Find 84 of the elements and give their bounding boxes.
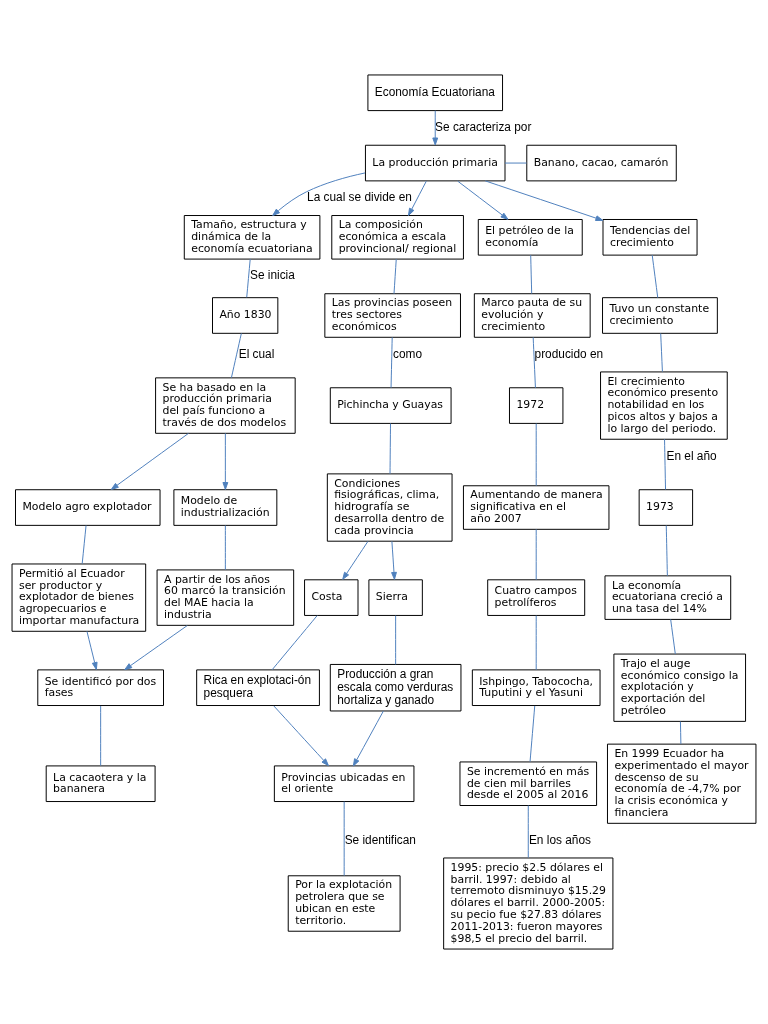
- connector: [664, 438, 667, 490]
- node-box: Ishpingo, Tabococha, Tuputini y el Yasuni: [471, 669, 601, 707]
- edge-label: Se inicia: [249, 268, 295, 283]
- node-box: Trajo el auge económico consigo la explotación y exportación del petróleo: [613, 653, 747, 722]
- node-box: Marco pauta de su evolución y crecimiento: [473, 293, 591, 338]
- connector: [535, 615, 537, 671]
- edge-label: En los años: [528, 832, 591, 847]
- arrow: [272, 172, 366, 217]
- edge-label: El cual: [238, 346, 275, 361]
- arrow: [407, 180, 427, 216]
- node-box: Costa: [304, 579, 359, 616]
- arrow: [391, 540, 397, 580]
- node-box: Rica en explotaci-ón pesquera: [196, 669, 320, 707]
- connector: [224, 525, 226, 571]
- connector: [246, 258, 251, 298]
- arrow: [110, 432, 189, 490]
- node-box: Modelo agro explotador: [15, 489, 161, 526]
- node-box: Se incrementó en más de cien mil barriles desde el 2005 al 2016: [459, 761, 598, 806]
- node-box: La composición económica a escala provincional/ regional: [331, 215, 464, 260]
- node-box: El petróleo de la economía: [477, 219, 583, 256]
- node-box: Banano, cacao, camarón: [526, 144, 677, 182]
- connector: [665, 525, 668, 577]
- node-box: La producción primaria: [364, 144, 506, 182]
- edge-label: Se identifican: [344, 832, 416, 847]
- connector: [660, 333, 663, 373]
- arrow: [457, 180, 509, 220]
- node-box: 1973: [638, 489, 694, 526]
- node-box: Aumentando de manera significativa en el año 2007: [462, 485, 610, 530]
- node-box: Las provincias poseen tres sectores económicos: [324, 293, 461, 338]
- node-box: Modelo de industrialización: [173, 489, 278, 526]
- node-box: Provincias ubicadas en el oriente: [273, 765, 415, 803]
- edge-label: La cual se divide en: [307, 190, 412, 205]
- connector: [271, 615, 318, 671]
- connector: [651, 254, 659, 299]
- connector: [504, 162, 528, 164]
- connector: [535, 423, 537, 487]
- connector: [529, 705, 536, 763]
- node-box: Se identificó por dos fases: [37, 669, 164, 707]
- connector: [679, 721, 682, 745]
- connector: [532, 336, 536, 389]
- connector: [230, 333, 242, 379]
- connector: [100, 705, 102, 767]
- node-box: Tuvo un constante crecimiento: [602, 297, 718, 334]
- node-box: Tamaño, estructura y dinámica de la economía ecuatoriana: [183, 215, 321, 260]
- node-box: En 1999 Ecuador ha experimentado el mayor descenso de su economía de -4,7% por la crisis económica y financiera: [606, 743, 757, 824]
- node-box: Año 1830: [212, 297, 279, 334]
- node-box: Producción a gran escala como verduras hortaliza y ganado: [329, 663, 462, 712]
- node-box: Economía Ecuatoriana: [367, 74, 504, 112]
- arrow: [342, 540, 369, 580]
- node-box: Pichincha y Guayas: [329, 387, 452, 424]
- edge-label: como: [393, 346, 423, 361]
- connector: [81, 525, 87, 565]
- connector: [343, 801, 345, 877]
- connector: [670, 619, 676, 655]
- connector: [395, 615, 397, 665]
- node-box: Se ha basado en la producción primaria del país funciono a través de dos modelos: [155, 377, 296, 434]
- connector: [530, 254, 533, 295]
- arrow: [432, 110, 439, 146]
- node-box: La economía ecuatoriana creció a una tasa del 14%: [604, 575, 732, 620]
- node-box: A partir de los años 60 marcó la transición del MAE hacia la industria: [156, 569, 295, 626]
- connector: [390, 336, 393, 389]
- connector: [389, 423, 391, 475]
- arrow: [222, 432, 229, 490]
- connector: [527, 805, 529, 859]
- edge-label: producido en: [534, 346, 604, 361]
- arrow: [124, 625, 188, 671]
- node-box: Tendencias del crecimiento: [602, 219, 698, 256]
- node-box: 1995: precio $2.5 dólares el barril. 1997: debido al terremoto disminuyo $15.29 dólares el barril. 2000-2005: su pecio fue $27.83 dólares 2011-2013: fueron mayores $98,5 el precio del barril.: [443, 857, 614, 950]
- edge-label: En el año: [666, 448, 717, 463]
- node-box: Sierra: [368, 579, 423, 616]
- node-box: El crecimiento económico presento notabilidad en los picos altos y bajos a lo largo del periodo.: [600, 371, 728, 440]
- node-box: Permitió al Ecuador ser productor y explotador de bienes agropecuarios e importar manufactura: [11, 563, 147, 632]
- edge-label: Se caracteriza por: [435, 119, 532, 134]
- arrow: [86, 630, 98, 670]
- arrow: [352, 710, 384, 767]
- node-box: Por la explotación petrolera que se ubican en este territorio.: [287, 875, 401, 932]
- arrow: [273, 705, 329, 767]
- arrow: [484, 180, 604, 221]
- node-box: 1972: [508, 387, 564, 424]
- connector: [535, 528, 537, 581]
- node-box: La cacaotera y la bananera: [45, 765, 156, 803]
- connector: [393, 258, 397, 295]
- node-box: Condiciones fisiográficas, clima, hidrografía se desarrolla dentro de cada provincia: [326, 473, 453, 542]
- node-box: Cuatro campos petrolíferos: [487, 579, 586, 616]
